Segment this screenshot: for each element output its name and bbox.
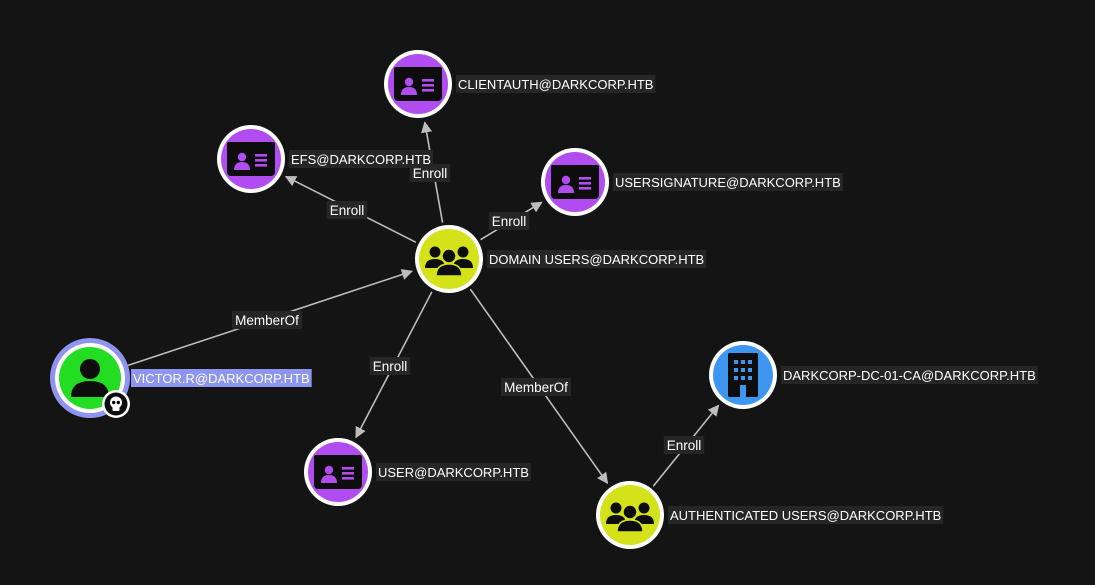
group-icon [606, 502, 654, 533]
certificate-template-icon [314, 455, 362, 489]
node-user-darkcorp-htb[interactable]: USER@DARKCORP.HTB [304, 438, 531, 506]
node-authenticated-users-darkcorp-htb[interactable]: AUTHENTICATED USERS@DARKCORP.HTB [596, 481, 944, 549]
node-label[interactable]: DARKCORP-DC-01-CA@DARKCORP.HTB [781, 366, 1038, 384]
edge-enroll-domain_users-clientauth[interactable]: Enroll [409, 121, 451, 223]
node-label-text: EFS@DARKCORP.HTB [291, 152, 431, 167]
certificate-template-icon [394, 67, 442, 101]
group-icon [425, 246, 473, 277]
edge-enroll-domain_users-efs[interactable]: Enroll [284, 175, 417, 244]
edge-label-text: Enroll [667, 438, 702, 453]
edge-label-text: MemberOf [235, 313, 299, 328]
node-label-text: USER@DARKCORP.HTB [378, 465, 529, 480]
node-label-background [487, 250, 707, 268]
certificate-template-icon [551, 165, 599, 199]
node-label-text: DARKCORP-DC-01-CA@DARKCORP.HTB [783, 368, 1036, 383]
edge-label-background [369, 357, 411, 375]
user-icon [71, 359, 109, 397]
node-label-text: DOMAIN USERS@DARKCORP.HTB [489, 252, 704, 267]
edge-label-background [326, 201, 368, 219]
owned-skull-badge-icon [102, 390, 130, 418]
edge-label-text: Enroll [413, 166, 448, 181]
node-label-text: AUTHENTICATED USERS@DARKCORP.HTB [670, 508, 941, 523]
node-label[interactable]: VICTOR.R@DARKCORP.HTB [131, 369, 312, 387]
edge-label-text: Enroll [373, 359, 408, 374]
edge-label: MemberOf [500, 378, 572, 396]
building-icon [728, 353, 758, 397]
node-label[interactable]: USER@DARKCORP.HTB [376, 463, 531, 481]
edge-label-text: MemberOf [504, 380, 568, 395]
edge-enroll-domain_users-usersignature[interactable]: Enroll [480, 201, 543, 241]
node-label[interactable]: AUTHENTICATED USERS@DARKCORP.HTB [668, 506, 944, 524]
edge-memberof-victor-domain_users[interactable]: MemberOf [127, 269, 414, 367]
edge-label-background [488, 212, 530, 230]
node-label-background [131, 369, 312, 387]
edge-label-background [231, 311, 303, 329]
node-label-background [376, 463, 531, 481]
edge-label-background [663, 436, 705, 454]
node-label[interactable]: CLIENTAUTH@DARKCORP.HTB [456, 75, 656, 93]
node-darkcorp-dc-01-ca-darkcorp-htb[interactable]: DARKCORP-DC-01-CA@DARKCORP.HTB [709, 341, 1038, 409]
edge-label: Enroll [326, 201, 368, 219]
edge-label: Enroll [663, 436, 705, 454]
edge-label: Enroll [369, 357, 411, 375]
edge-label-background [500, 378, 572, 396]
node-label[interactable]: EFS@DARKCORP.HTB [289, 150, 434, 168]
certificate-template-icon [227, 142, 275, 176]
edge-label: MemberOf [231, 311, 303, 329]
edge-label-background [409, 164, 451, 182]
node-label[interactable]: USERSIGNATURE@DARKCORP.HTB [613, 173, 843, 191]
edge-enroll-auth_users-dc_ca[interactable]: Enroll [652, 404, 720, 487]
edge-enroll-domain_users-user_tpl[interactable]: Enroll [355, 291, 433, 439]
node-label-background [613, 173, 843, 191]
node-label-text: VICTOR.R@DARKCORP.HTB [133, 371, 310, 386]
node-label-text: CLIENTAUTH@DARKCORP.HTB [458, 77, 653, 92]
node-label-background [781, 366, 1038, 384]
node-clientauth-darkcorp-htb[interactable]: CLIENTAUTH@DARKCORP.HTB [384, 50, 656, 118]
node-usersignature-darkcorp-htb[interactable]: USERSIGNATURE@DARKCORP.HTB [541, 148, 843, 216]
edge-label: Enroll [488, 212, 530, 230]
node-efs-darkcorp-htb[interactable]: EFS@DARKCORP.HTB [217, 125, 434, 193]
node-domain-users-darkcorp-htb[interactable]: DOMAIN USERS@DARKCORP.HTB [415, 225, 707, 293]
node-label[interactable]: DOMAIN USERS@DARKCORP.HTB [487, 250, 707, 268]
node-label-background [668, 506, 944, 524]
node-victor-r-darkcorp-htb[interactable]: VICTOR.R@DARKCORP.HTB [50, 338, 312, 418]
edge-memberof-domain_users-auth_users[interactable]: MemberOf [469, 288, 609, 485]
edge-label: Enroll [409, 164, 451, 182]
node-label-background [456, 75, 656, 93]
node-label-text: USERSIGNATURE@DARKCORP.HTB [615, 175, 841, 190]
node-label-background [289, 150, 434, 168]
edge-label-text: Enroll [492, 214, 527, 229]
edge-label-text: Enroll [330, 203, 365, 218]
